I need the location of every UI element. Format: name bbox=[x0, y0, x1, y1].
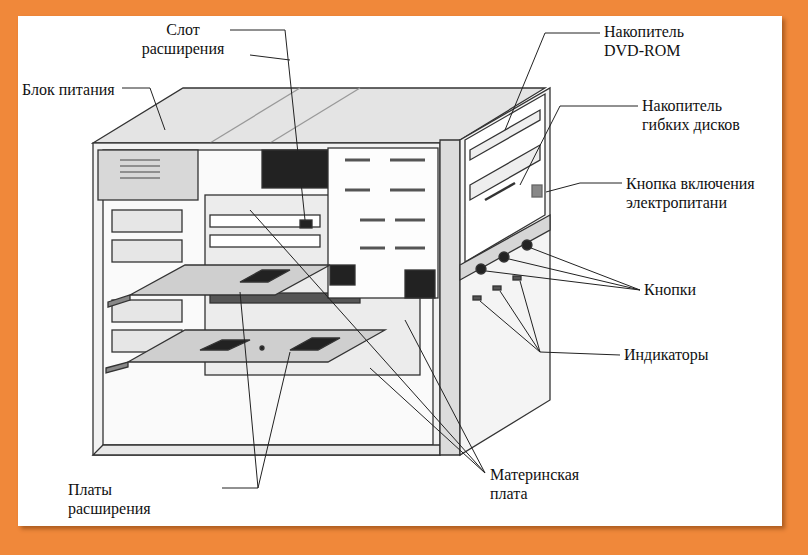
callout-label: Платы расширения bbox=[68, 480, 178, 518]
callout-label: Накопитель DVD-ROM bbox=[604, 22, 714, 60]
callout-label: Слот расширения bbox=[128, 20, 238, 58]
callout-label: Индикаторы bbox=[624, 345, 754, 364]
callout-label: Материнская плата bbox=[490, 465, 610, 503]
callout-label: Накопитель гибких дисков bbox=[642, 96, 772, 134]
callout-label: Кнопки bbox=[644, 280, 744, 299]
callout-label: Кнопка включения электропитани bbox=[626, 174, 766, 212]
callout-label: Блок питания bbox=[22, 80, 122, 99]
